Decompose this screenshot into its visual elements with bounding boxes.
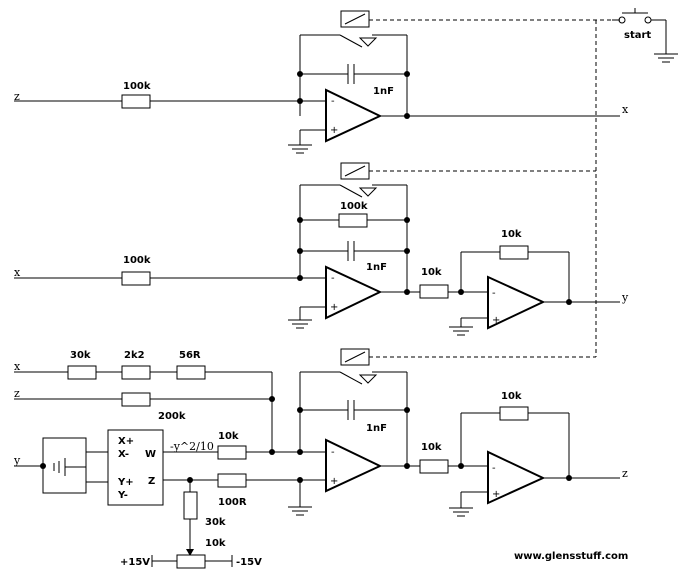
multiplier-expression: -y^2/10 [170, 440, 214, 453]
opamp-2 [325, 265, 383, 320]
pin-w: W [145, 449, 156, 460]
svg-text:+: + [492, 315, 500, 326]
resistor-30k-trim [183, 491, 198, 520]
resistor-30k [67, 365, 97, 380]
label-56R: 56R [179, 350, 201, 361]
svg-text:+: + [330, 125, 338, 136]
stage-3-multiplier: X+ X- Y+ Y- W Z -y^2/10 - [13, 348, 628, 569]
resistor-100R [217, 473, 247, 488]
opamp-3 [325, 438, 383, 493]
signal-x-in-3: x [14, 360, 21, 373]
label-2k2: 2k2 [124, 350, 145, 361]
resistor-10k-2b [499, 245, 529, 260]
label-10k-2b: 10k [501, 229, 522, 240]
svg-text:-: - [492, 288, 496, 299]
opamp-3-inverter [487, 450, 546, 505]
stage-1-integrator: - + z x 100k 1nF [14, 10, 629, 154]
multiplier-ic [107, 429, 164, 506]
svg-text:-: - [331, 273, 335, 284]
label-1nF-1: 1nF [373, 86, 394, 97]
pin-xminus: X- [118, 449, 129, 460]
opamp-1 [325, 88, 383, 143]
label-10k-3c: 10k [501, 391, 522, 402]
resistor-200k [121, 392, 151, 407]
pin-xplus: X+ [118, 436, 134, 447]
signal-x-in-2: x [14, 266, 21, 279]
label-1nF-2: 1nF [366, 262, 387, 273]
opamp-2-inverter [487, 275, 546, 330]
label-30k-trim: 30k [205, 517, 226, 528]
potentiometer-10k [176, 554, 206, 569]
pin-yminus: Y- [117, 490, 128, 501]
pin-z: Z [148, 476, 155, 487]
resistor-100k-fb-2 [338, 213, 368, 228]
signal-z-in-3: z [14, 387, 20, 400]
label-100k-2: 100k [123, 255, 151, 266]
pin-yplus: Y+ [117, 477, 134, 488]
svg-text:-: - [492, 463, 496, 474]
start-label: start [624, 30, 651, 41]
resistor-2k2 [121, 365, 151, 380]
svg-text:-: - [331, 96, 335, 107]
signal-z-out-3: z [622, 467, 628, 480]
signal-x-out-1: x [622, 103, 629, 116]
signal-y-in-3: y [13, 454, 21, 467]
stage-2-integrator: - + - + x y 100k 100k 1nF 10k 10k [14, 162, 629, 336]
label-10k-3a: 10k [218, 431, 239, 442]
resistor-56R [176, 365, 206, 380]
start-switch[interactable]: start [612, 8, 678, 63]
resistor-100k-1 [121, 94, 151, 109]
label-100k-fb-2: 100k [340, 201, 368, 212]
signal-z-in-1: z [14, 90, 20, 103]
website-footer: www.glensstuff.com [514, 551, 628, 562]
label-30k: 30k [70, 350, 91, 361]
label-10k-2a: 10k [421, 267, 442, 278]
signal-y-out-2: y [621, 291, 629, 304]
label-100R: 100R [218, 497, 247, 508]
svg-text:+: + [492, 489, 500, 500]
svg-text:+: + [330, 302, 338, 313]
label-100k-1: 100k [123, 81, 151, 92]
resistor-100k-2 [121, 271, 151, 286]
resistor-10k-3c [499, 406, 529, 421]
label-minus15v: -15V [236, 557, 262, 568]
label-plus15v: +15V [120, 557, 150, 568]
label-200k: 200k [158, 411, 186, 422]
label-pot-10k: 10k [205, 538, 226, 549]
relay-control-lines [369, 19, 612, 358]
label-10k-3b: 10k [421, 442, 442, 453]
resistor-10k-3b [419, 459, 449, 474]
label-1nF-3: 1nF [366, 423, 387, 434]
svg-text:+: + [330, 476, 338, 487]
resistor-10k-2a [419, 284, 449, 299]
resistor-10k-3a [217, 445, 247, 460]
svg-text:-: - [331, 447, 335, 458]
